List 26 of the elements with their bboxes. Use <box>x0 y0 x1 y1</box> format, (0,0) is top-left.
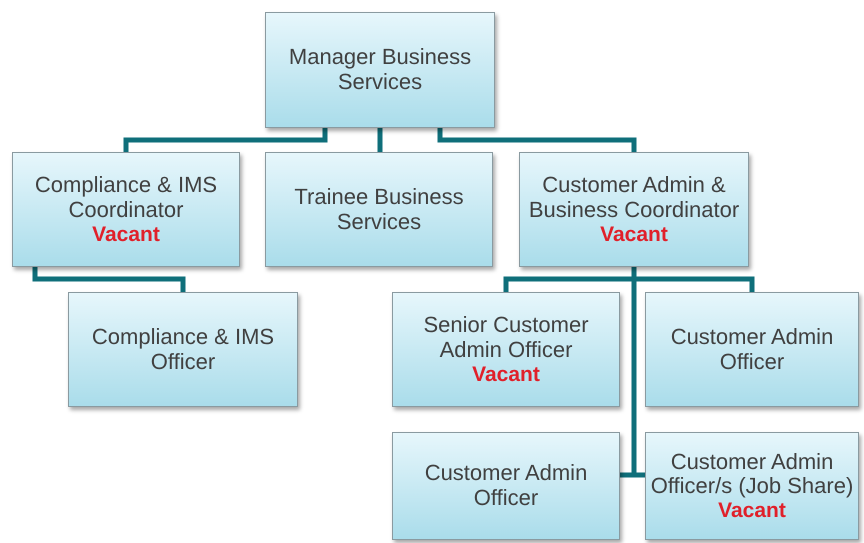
position-box <box>68 292 298 407</box>
position-title: Manager Business Services <box>288 45 472 95</box>
position-box <box>265 12 495 128</box>
position-title: Customer Admin & Business Coordinator <box>528 173 740 223</box>
position-title: Customer Admin Officer/s (Job Share) <box>650 450 854 500</box>
position-title: Compliance & IMS Coordinator <box>34 173 218 223</box>
vacant-status: Vacant <box>472 362 540 386</box>
position-box <box>392 432 620 540</box>
connector-line <box>32 267 186 292</box>
position-box <box>645 432 859 540</box>
position-box <box>392 292 620 407</box>
position-box <box>519 152 749 267</box>
connector-line <box>438 128 636 152</box>
connector-line <box>378 128 382 152</box>
position-title: Customer Admin Officer <box>670 324 834 374</box>
position-title: Customer Admin Officer <box>424 461 588 511</box>
position-title: Compliance & IMS Officer <box>90 324 276 374</box>
vacant-status: Vacant <box>718 499 786 522</box>
vacant-status: Vacant <box>92 222 160 246</box>
position-box <box>265 152 493 267</box>
vacant-status: Vacant <box>600 222 668 246</box>
position-box <box>645 292 859 407</box>
connector-line <box>124 128 328 152</box>
position-title: Trainee Business Services <box>293 184 465 234</box>
position-box <box>12 152 240 267</box>
position-title: Senior Customer Admin Officer <box>422 313 590 363</box>
